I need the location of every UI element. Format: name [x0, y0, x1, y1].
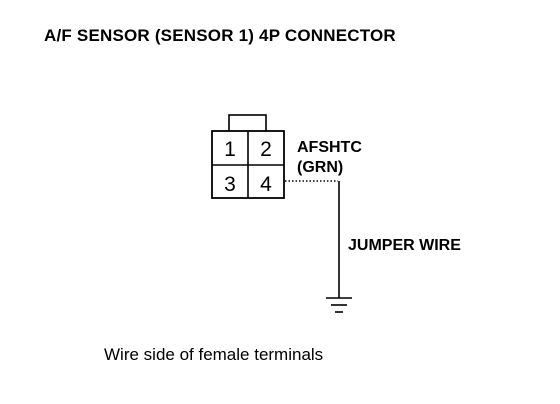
signal-name-label: AFSHTC: [297, 139, 362, 156]
connector-lock-tab: [228, 114, 267, 133]
ground-icon: [326, 297, 352, 313]
pin-2: 2: [260, 138, 272, 161]
pin-4: 4: [260, 173, 272, 196]
caption: Wire side of female terminals: [104, 345, 324, 364]
pin-1: 1: [224, 138, 236, 161]
diagram-title: A/F SENSOR (SENSOR 1) 4P CONNECTOR: [44, 26, 396, 45]
wire-color-label: (GRN): [297, 159, 343, 176]
jumper-wire-label: JUMPER WIRE: [348, 237, 461, 254]
pin-3: 3: [224, 173, 236, 196]
